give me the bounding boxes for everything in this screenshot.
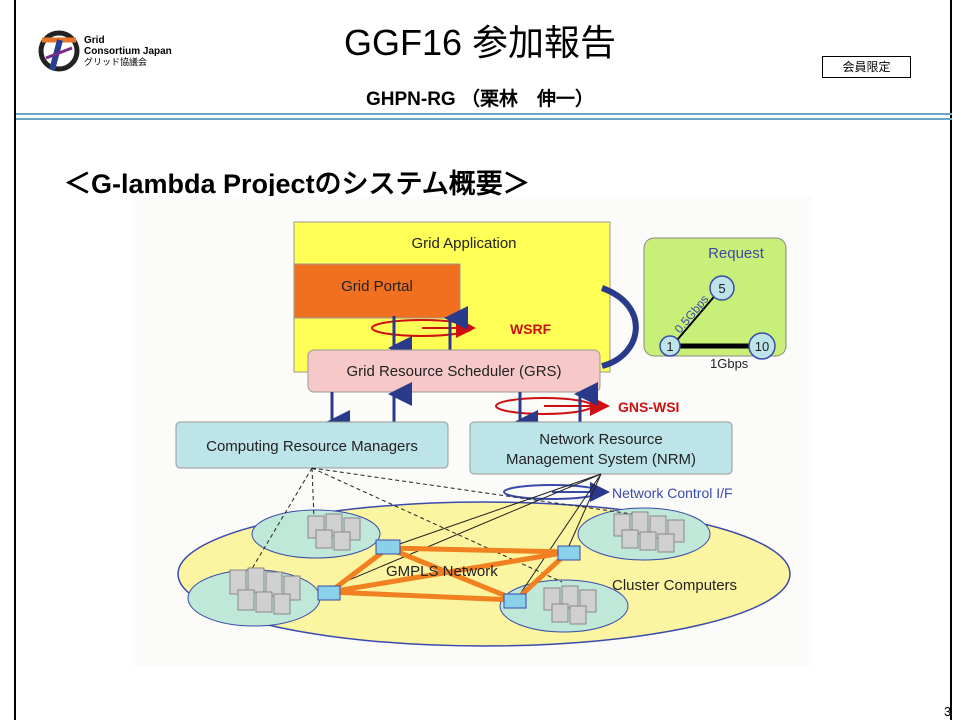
- network-control-label: Network Control I/F: [612, 485, 733, 501]
- switch-icon: [375, 539, 401, 555]
- wsrf-label: WSRF: [510, 321, 552, 337]
- request-link-ab: [671, 291, 719, 347]
- slide-frame: [14, 0, 952, 720]
- request-node-b-label: 5: [718, 281, 725, 296]
- request-title: Request: [708, 245, 765, 262]
- nrm-label-line1: Network Resource: [539, 431, 662, 448]
- system-diagram: Grid Application Grid Portal WSRF Grid R…: [132, 196, 812, 666]
- logo-line-japanese: グリッド協議会: [84, 57, 148, 67]
- gns-wsi-label: GNS-WSI: [618, 399, 679, 415]
- request-node-c-label: 10: [755, 339, 769, 354]
- header-divider: [16, 113, 952, 115]
- request-node-b: [709, 275, 735, 301]
- switch-icon: [503, 593, 527, 609]
- crm-label: Computing Resource Managers: [206, 438, 418, 455]
- server-cluster-icon: [613, 511, 685, 553]
- logo-line-consortium: Consortium Japan: [84, 46, 172, 57]
- logo-text: Grid Consortium Japan グリッド協議会: [84, 35, 172, 68]
- server-cluster-icon: [307, 513, 361, 551]
- page-subtitle: GHPN-RG （栗林 伸一）: [365, 89, 594, 110]
- grid-portal-box: [293, 263, 461, 319]
- server-cluster-icon: [543, 585, 597, 625]
- server-cluster-icon: [229, 567, 301, 615]
- gmpls-network-label: GMPLS Network: [386, 563, 498, 580]
- page-title: GGF16 参加報告: [343, 22, 617, 63]
- request-node-a-label: 1: [666, 339, 673, 354]
- slide-heading: ＜G-lambda Projectのシステム概要＞: [64, 169, 530, 199]
- switch-icon: [557, 545, 581, 561]
- request-node-c: [748, 332, 776, 360]
- request-curved-arrow: [600, 285, 639, 369]
- nrm-control-lines: [329, 473, 602, 601]
- request-link-ac-label: 1Gbps: [710, 356, 749, 371]
- grid-application-label: Grid Application: [411, 235, 516, 252]
- logo-line-grid: Grid: [84, 35, 105, 46]
- grid-portal-label: Grid Portal: [341, 278, 413, 295]
- header-divider-secondary: [16, 118, 952, 120]
- cluster-computers-label: Cluster Computers: [612, 577, 737, 594]
- switch-icon: [317, 585, 341, 601]
- nrm-label-line2: Management System (NRM): [506, 451, 696, 468]
- page-number: 3: [944, 704, 952, 719]
- grs-label: Grid Resource Scheduler (GRS): [346, 363, 561, 380]
- members-only-badge: 会員限定: [822, 56, 911, 78]
- grid-consortium-logo-icon: [38, 30, 80, 72]
- grs-box: [307, 349, 601, 393]
- request-node-a: [659, 335, 681, 357]
